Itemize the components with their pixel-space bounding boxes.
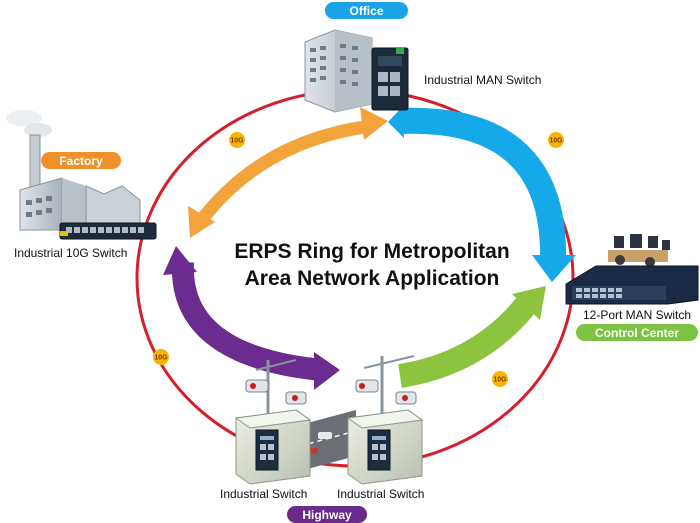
factory-badge: Factory [41, 152, 121, 169]
traffic-camera-right-icon [355, 355, 417, 420]
link-badge-office-factory: 10G [229, 132, 245, 148]
industrial-man-switch-label: Industrial MAN Switch [424, 73, 541, 87]
cabinet-right-icon [346, 409, 424, 485]
office-building-icon [304, 29, 373, 113]
port12-man-switch-label: 12-Port MAN Switch [583, 308, 691, 322]
industrial-man-switch-icon [371, 47, 409, 111]
highway-badge: Highway [287, 506, 367, 523]
industrial-switch-right-label: Industrial Switch [337, 487, 424, 501]
orange-arrow [188, 107, 388, 238]
industrial-10g-switch-icon [59, 222, 157, 240]
diagram-title-line1: ERPS Ring for Metropolitan [234, 240, 509, 263]
svg-text:10G: 10G [154, 355, 168, 362]
svg-text:Control Center: Control Center [595, 326, 679, 340]
office-badge: Office [325, 2, 408, 19]
traffic-camera-left-icon [245, 359, 307, 420]
cabinet-left-icon [234, 409, 312, 485]
svg-text:Factory: Factory [59, 154, 103, 168]
industrial-10g-switch-label: Industrial 10G Switch [14, 246, 127, 260]
svg-text:10G: 10G [230, 138, 244, 145]
diagram-title-line2: Area Network Application [245, 267, 500, 290]
purple-arrow [163, 246, 340, 390]
svg-text:10G: 10G [549, 138, 563, 145]
port12-man-switch-icon [565, 265, 699, 305]
industrial-switch-left-label: Industrial Switch [220, 487, 307, 501]
factory-building-icon [6, 110, 141, 231]
green-arrow [397, 286, 546, 388]
svg-text:Highway: Highway [302, 508, 352, 522]
svg-text:10G: 10G [493, 377, 507, 384]
svg-text:Office: Office [349, 4, 383, 18]
control-center-badge: Control Center [576, 324, 698, 341]
link-badge-office-control: 10G [548, 132, 564, 148]
control-center-desk-icon [608, 234, 670, 267]
blue-arrow [388, 105, 576, 282]
link-badge-factory-highway: 10G [153, 349, 169, 365]
link-badge-highway-control: 10G [492, 371, 508, 387]
